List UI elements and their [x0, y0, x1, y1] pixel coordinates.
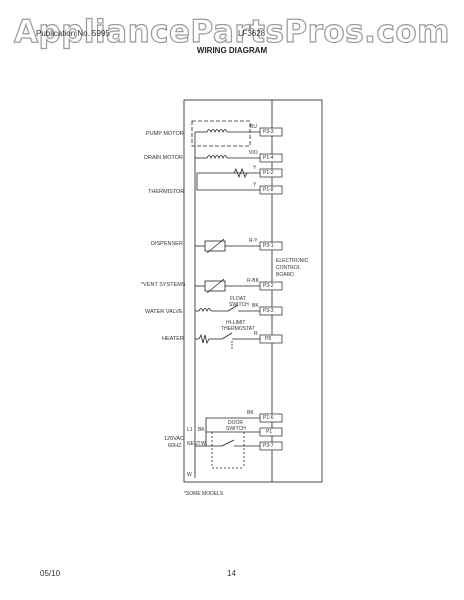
label-neut-wire: W [201, 441, 206, 447]
label-vent-systems: *VENT SYSTEMS [141, 282, 186, 288]
connector-label: P3-3 [263, 129, 274, 135]
diagram-frame [183, 99, 323, 483]
connector-label: P3-7 [263, 443, 274, 449]
label-control-board-3: BOARD [276, 272, 294, 278]
connector-label: P3-1 [263, 243, 274, 249]
label-dispenser: DISPENSER [151, 241, 183, 247]
label-float-switch-2: SWITCH [229, 302, 249, 308]
label-l1: L1 [187, 427, 193, 433]
connector-label: P3-3 [263, 308, 274, 314]
label-thermistor: THERMISTOR [148, 189, 185, 195]
footnote: *SOME MODELS [184, 491, 224, 497]
label-w-wire: W [187, 472, 192, 478]
wire-dispenser: R-Y [249, 238, 258, 244]
wire-valve: BK [252, 303, 259, 309]
hi-limit-contact [221, 332, 233, 340]
label-water-valve: WATER VALVE [145, 309, 183, 315]
wire-vent: R-BK [247, 278, 259, 284]
label-hi-limit-2: THERMOSTAT [221, 326, 255, 332]
label-neut: NEUT [187, 441, 201, 447]
thermistor-symbol [232, 167, 260, 179]
connector-blocks [259, 127, 283, 451]
connector-label: P8 [265, 336, 272, 342]
wire-door: BK [247, 410, 254, 416]
label-control-board-1: ELECTRONIC [276, 258, 309, 264]
connector-label: P1-2 [263, 170, 274, 176]
connector-label: P1-4 [263, 155, 274, 161]
door-switch-contact [221, 439, 235, 447]
wire-pump: BU [250, 124, 257, 130]
wire-heater: R [254, 331, 258, 337]
label-control-board-2: CONTROL [276, 265, 301, 271]
label-drain-motor: DRAIN MOTOR [144, 155, 184, 161]
wire-drain: VIO [249, 150, 258, 156]
drain-motor-coil [206, 155, 228, 160]
model-number: LF3628 [238, 29, 266, 38]
label-heater: HEATER [162, 336, 184, 342]
connector-label: P3-2 [263, 283, 274, 289]
footer-date: 05/10 [40, 569, 61, 578]
label-hi-limit-1: HI-LIMIT [226, 320, 246, 326]
publication-number: Publication No. 5995 [36, 29, 110, 38]
label-door-switch-1: DOOR [228, 420, 243, 426]
watermark-logo: AppliancePartsPros.com [13, 13, 450, 50]
heater-symbol [198, 333, 210, 345]
connector-label: P1-6 [263, 415, 274, 421]
label-supply-voltage: 120VAC [164, 436, 185, 442]
label-l1-wire: BK [198, 427, 205, 433]
connector-label: P1 [266, 429, 273, 435]
label-supply-frequency: 60HZ [168, 443, 182, 449]
label-float-switch-1: FLOAT [230, 296, 246, 302]
wire-therm-a: Y [253, 165, 257, 171]
pump-motor-box [191, 120, 251, 147]
label-pump-motor: PUMP MOTOR [146, 131, 184, 137]
water-valve-coil [198, 308, 212, 313]
float-switch-contact [227, 304, 239, 312]
connector-label: P1-8 [263, 187, 274, 193]
page-number: 14 [227, 569, 236, 578]
diagram-title: WIRING DIAGRAM [196, 46, 268, 55]
label-door-switch-2: SWITCH [226, 426, 246, 432]
pump-motor-coil [206, 129, 228, 134]
wire-therm-b: Y [253, 182, 257, 188]
